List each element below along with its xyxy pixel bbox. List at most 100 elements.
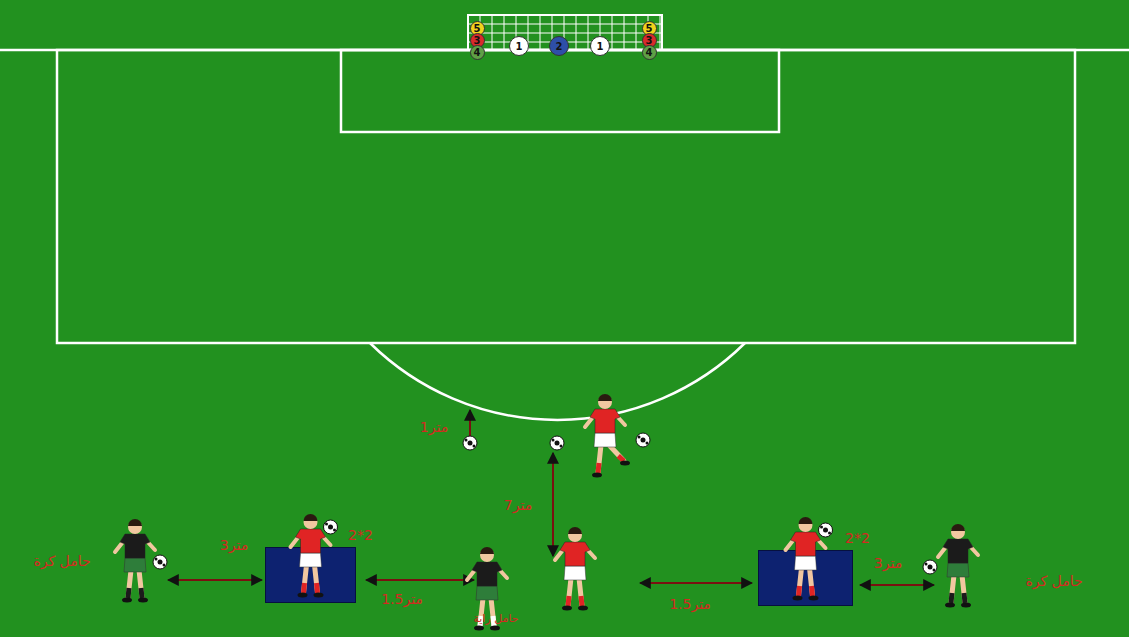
- ball-patch: [473, 445, 476, 448]
- marker-number: 5: [646, 23, 653, 34]
- dimension-label: 3متر: [220, 538, 248, 553]
- figure-part: [304, 515, 318, 529]
- figure-part: [598, 445, 601, 473]
- dimension-label: 1متر: [420, 420, 448, 435]
- square-shape: [266, 548, 356, 603]
- training-square: 2*2: [265, 547, 356, 603]
- ball: [324, 520, 338, 534]
- ball-patch: [328, 525, 333, 530]
- figure-part: [598, 395, 612, 409]
- goal-marker: 1: [509, 36, 529, 56]
- pitch-lines: [0, 50, 1129, 420]
- square-size: 2*2: [348, 527, 373, 543]
- marker-number: 2: [556, 41, 563, 52]
- ball: [550, 436, 564, 450]
- figure-part: [964, 593, 965, 603]
- goal-marker: 4: [470, 45, 485, 60]
- figure-part: [618, 456, 624, 461]
- figure-part: [128, 519, 142, 526]
- figure-part: [961, 603, 971, 608]
- dimension-label: 3متر: [874, 556, 902, 571]
- figure-part: [581, 596, 582, 606]
- figure-part: [296, 529, 326, 553]
- figure-part: [141, 588, 142, 598]
- marker-number: 3: [646, 35, 653, 46]
- figure-part: [476, 586, 498, 600]
- figure-part: [945, 603, 955, 608]
- ball: [463, 436, 477, 450]
- goal-marker: 2: [549, 36, 569, 56]
- player-figure: [938, 524, 978, 608]
- figure-part: [124, 558, 146, 572]
- figure-part: [490, 626, 500, 631]
- figure-part: [951, 575, 954, 603]
- figure-part: [304, 583, 305, 593]
- ball-patch: [925, 563, 928, 566]
- role-label: حامل كرة: [1025, 574, 1082, 589]
- marker-number: 4: [474, 47, 481, 58]
- figure-part: [943, 539, 973, 563]
- figure-part: [568, 527, 582, 534]
- ball-patch: [933, 569, 936, 572]
- figure-part: [568, 528, 582, 542]
- marker-number: 1: [597, 41, 604, 52]
- figure-part: [609, 445, 624, 461]
- figure-part: [598, 394, 612, 401]
- ball: [819, 523, 833, 537]
- figure-part: [300, 553, 322, 567]
- ball-patch: [646, 442, 649, 445]
- square-player: [265, 507, 356, 603]
- role-label: حامل راية: [473, 613, 518, 625]
- figure-part: [562, 606, 572, 611]
- figure-part: [592, 473, 602, 478]
- figure-part: [560, 542, 590, 566]
- dimension-label: 7متر: [504, 498, 532, 513]
- figure-part: [314, 593, 324, 598]
- ball-patch: [555, 441, 560, 446]
- marker-number: 5: [474, 23, 481, 34]
- figure-part: [298, 593, 308, 598]
- figure-part: [590, 409, 620, 433]
- goal-marker: 4: [642, 45, 657, 60]
- ball-patch: [552, 439, 555, 442]
- figure-part: [578, 606, 588, 611]
- marker-number: 3: [474, 35, 481, 46]
- figure-part: [620, 461, 630, 466]
- figure-part: [799, 586, 800, 596]
- ball: [153, 555, 167, 569]
- figure-part: [128, 520, 142, 534]
- figure-part: [480, 547, 494, 554]
- figure-part: [594, 433, 616, 447]
- ball-patch: [163, 564, 166, 567]
- figure-part: [799, 517, 813, 524]
- ball-patch: [641, 438, 646, 443]
- figure-part: [138, 598, 148, 603]
- ball-patch: [560, 445, 563, 448]
- figure-part: [951, 525, 965, 539]
- figure-part: [122, 598, 132, 603]
- training-square: 2*2: [758, 550, 853, 606]
- figure-part: [598, 463, 599, 473]
- marker-number: 4: [646, 47, 653, 58]
- figure-part: [793, 596, 803, 601]
- net-line: [468, 24, 662, 25]
- figure-part: [962, 575, 965, 603]
- figure-part: [809, 596, 819, 601]
- ball-patch: [823, 528, 828, 533]
- figure-part: [791, 532, 821, 556]
- figure-part: [315, 565, 318, 593]
- player-figure: [115, 519, 155, 603]
- figure-part: [304, 565, 307, 593]
- ball-patch: [155, 558, 158, 561]
- figure-part: [579, 578, 582, 606]
- figure-part: [120, 534, 150, 558]
- figure-part: [564, 566, 586, 580]
- dimension-label: 1.5متر: [669, 597, 711, 612]
- figure-part: [474, 626, 484, 631]
- ball-patch: [820, 526, 823, 529]
- player-figure: [555, 527, 595, 611]
- figure-part: [951, 593, 952, 603]
